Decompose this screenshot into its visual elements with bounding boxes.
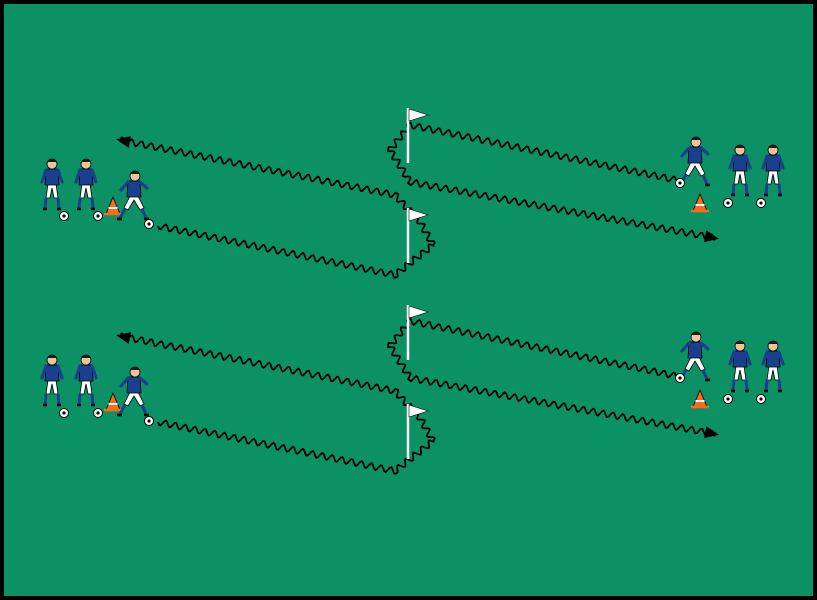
ball-icon — [59, 408, 69, 418]
ball-icon — [93, 211, 103, 221]
ball-icon — [756, 198, 766, 208]
arrow-head — [704, 426, 719, 439]
ball-icon — [59, 211, 69, 221]
dribble-path — [387, 121, 716, 241]
dribble-path — [387, 317, 716, 437]
arrow-head — [116, 136, 131, 148]
ball-icon — [93, 408, 103, 418]
pitch-surface — [4, 4, 813, 596]
ball-icon — [675, 373, 685, 383]
dribble-path — [119, 136, 436, 279]
ball-icon — [723, 198, 733, 208]
arrow-head — [116, 332, 131, 344]
ball-icon — [144, 219, 154, 229]
ball-icon — [723, 394, 733, 404]
dribble-paths — [116, 121, 719, 475]
arrow-head — [704, 230, 719, 243]
ball-icon — [675, 178, 685, 188]
ball-icon — [756, 394, 766, 404]
dribble-path — [119, 332, 436, 475]
ball-icon — [144, 416, 154, 426]
